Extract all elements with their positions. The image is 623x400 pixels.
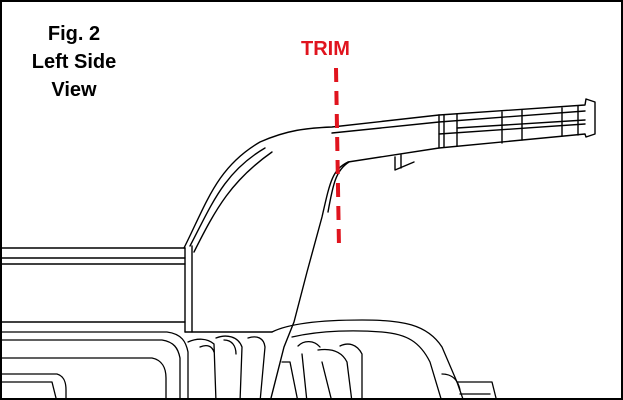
body-panel bbox=[2, 245, 273, 333]
top-rail bbox=[183, 98, 596, 398]
figure-caption: Fig. 2 Left Side View bbox=[10, 20, 138, 104]
caption-line-3: View bbox=[51, 79, 97, 101]
trim-label: TRIM bbox=[301, 38, 350, 60]
lower-frame bbox=[2, 319, 497, 398]
caption-line-2: Left Side bbox=[31, 51, 117, 73]
trim-line bbox=[334, 67, 341, 249]
caption-line-1: Fig. 2 bbox=[47, 23, 101, 45]
